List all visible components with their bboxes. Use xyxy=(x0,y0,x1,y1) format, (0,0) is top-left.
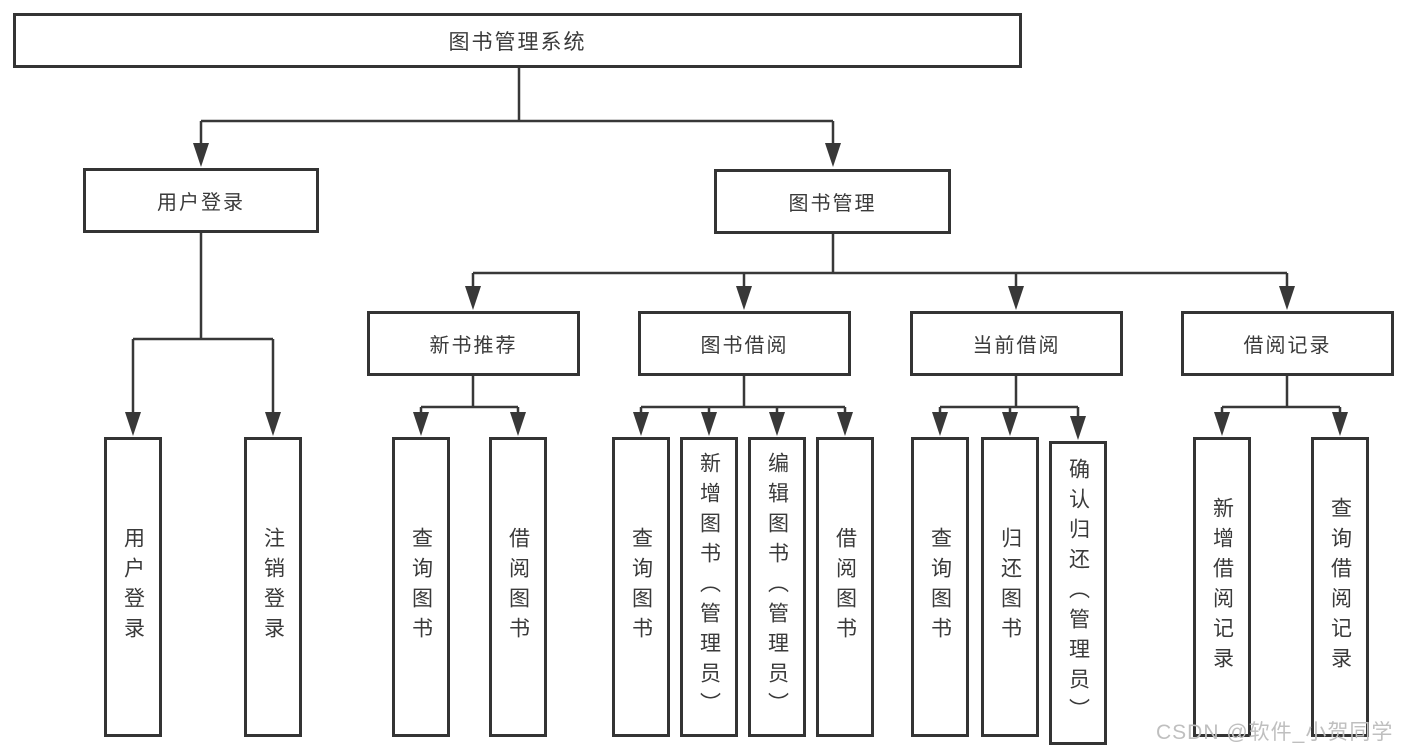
node-label: 当前借阅 xyxy=(972,335,1061,357)
node-label: 图书管理 xyxy=(788,193,877,215)
node-book-borrowing: 图书借阅 xyxy=(638,311,851,376)
node-label: 新书推荐 xyxy=(429,335,518,357)
leaf-user-login: 用户登录 xyxy=(104,437,162,737)
node-new-book-recommend: 新书推荐 xyxy=(367,311,580,376)
node-library-management-system: 图书管理系统 xyxy=(13,13,1022,68)
node-label: 图书借阅 xyxy=(700,335,789,357)
leaf-query-books-borrow: 查询图书 xyxy=(612,437,670,737)
node-label: 借阅记录 xyxy=(1243,335,1332,357)
leaf-label: 查询借阅记录 xyxy=(1328,497,1352,677)
leaf-label: 编辑图书（管理员） xyxy=(765,452,789,722)
node-label: 用户登录 xyxy=(157,192,245,214)
leaf-label: 新增借阅记录 xyxy=(1210,497,1234,677)
leaf-logout-login: 注销登录 xyxy=(244,437,302,737)
leaf-label: 查询图书 xyxy=(629,527,653,647)
leaf-query-borrow-record: 查询借阅记录 xyxy=(1311,437,1369,737)
leaf-borrow-books-borrow: 借阅图书 xyxy=(816,437,874,737)
leaf-label: 新增图书（管理员） xyxy=(697,452,721,722)
leaf-label: 借阅图书 xyxy=(506,527,530,647)
leaf-query-books-newbook: 查询图书 xyxy=(392,437,450,737)
node-borrowing-records: 借阅记录 xyxy=(1181,311,1394,376)
leaf-label: 归还图书 xyxy=(998,527,1022,647)
leaf-confirm-return-admin: 确认归还（管理员） xyxy=(1049,441,1107,745)
leaf-borrow-books-newbook: 借阅图书 xyxy=(489,437,547,737)
arrowhead-icons xyxy=(125,143,1348,440)
leaf-add-borrow-record: 新增借阅记录 xyxy=(1193,437,1251,737)
leaf-query-books-current: 查询图书 xyxy=(911,437,969,737)
leaf-label: 查询图书 xyxy=(409,527,433,647)
csdn-watermark: CSDN @软件_小贺同学 xyxy=(1156,721,1394,744)
leaf-add-books-admin: 新增图书（管理员） xyxy=(680,437,738,737)
leaf-label: 注销登录 xyxy=(261,527,285,647)
leaf-label: 确认归还（管理员） xyxy=(1066,458,1090,728)
node-book-management: 图书管理 xyxy=(714,169,951,234)
leaf-label: 借阅图书 xyxy=(833,527,857,647)
leaf-label: 用户登录 xyxy=(121,527,145,647)
node-user-login: 用户登录 xyxy=(83,168,319,233)
leaf-return-books: 归还图书 xyxy=(981,437,1039,737)
leaf-edit-books-admin: 编辑图书（管理员） xyxy=(748,437,806,737)
node-current-borrowing: 当前借阅 xyxy=(910,311,1123,376)
leaf-label: 查询图书 xyxy=(928,527,952,647)
node-label: 图书管理系统 xyxy=(448,30,587,54)
